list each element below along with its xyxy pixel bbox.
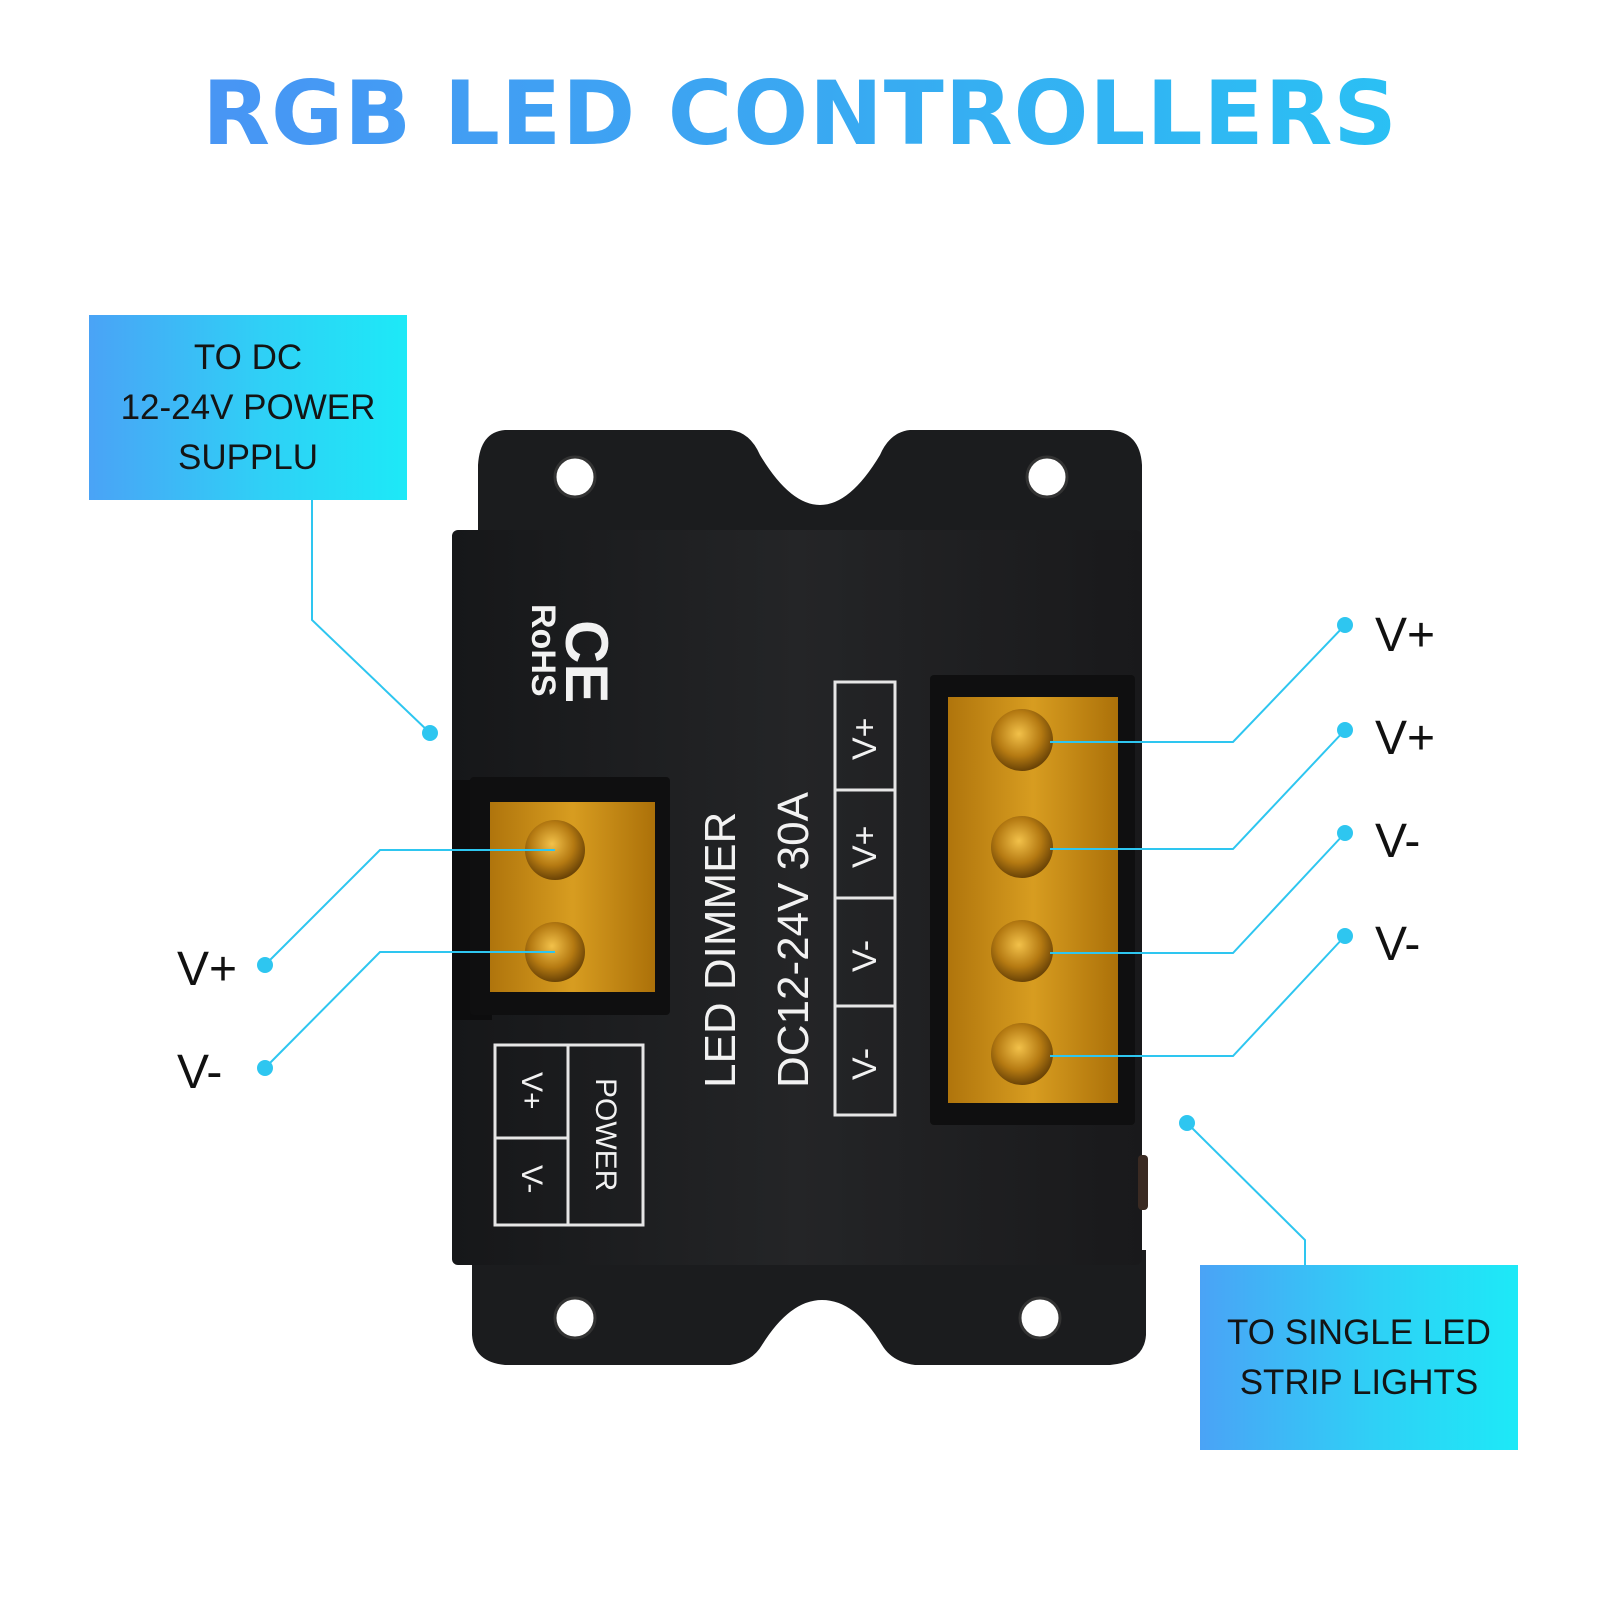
output-pin-label: V+ (1375, 609, 1436, 662)
terminal-screw (991, 709, 1053, 771)
led-output-callout: TO SINGLE LED STRIP LIGHTS (1200, 1265, 1518, 1450)
device-name: LED DIMMER (696, 812, 745, 1088)
power-input-callout: TO DC 12-24V POWER SUPPLU (89, 315, 407, 500)
callout-line: 12-24V POWER (120, 387, 376, 427)
mounting-hole (553, 1296, 597, 1340)
terminal-screw (991, 920, 1053, 982)
callout-line: TO DC (193, 337, 303, 377)
leader-dots (257, 617, 1353, 1131)
callout-line: SUPPLU (177, 437, 319, 477)
callout-line: TO SINGLE LED (1227, 1312, 1491, 1352)
mounting-hole (1018, 1296, 1062, 1340)
terminal-screw (991, 1023, 1053, 1085)
power-grid-text: POWER (589, 1078, 622, 1191)
power-grid-label: V- (515, 1165, 548, 1193)
output-grid-label: V+ (846, 825, 884, 868)
mounting-hole (1025, 455, 1069, 499)
bottom-mounting-flange (472, 1250, 1146, 1365)
terminal-screw (991, 816, 1053, 878)
callout-line: STRIP LIGHTS (1239, 1362, 1479, 1402)
page-title: RGB LED CONTROLLERS (0, 62, 1600, 165)
input-pin-label: V+ (177, 943, 238, 996)
output-grid-label: V- (846, 1048, 884, 1080)
top-mounting-flange (478, 430, 1142, 540)
power-grid-label: V+ (515, 1072, 548, 1110)
output-pin-label: V- (1375, 815, 1421, 868)
output-grid-label: V- (846, 940, 884, 972)
mounting-hole (553, 455, 597, 499)
leader-lines (264, 500, 1346, 1265)
device-rating: DC12-24V 30A (769, 791, 818, 1088)
rohs-mark: RoHS (524, 604, 562, 697)
ce-mark: CE (553, 620, 620, 703)
output-pin-label: V- (1375, 918, 1421, 971)
output-pin-label: V+ (1375, 712, 1436, 765)
power-button[interactable] (1138, 1155, 1148, 1210)
output-grid-label: V+ (846, 717, 884, 760)
input-pin-label: V- (177, 1046, 223, 1099)
